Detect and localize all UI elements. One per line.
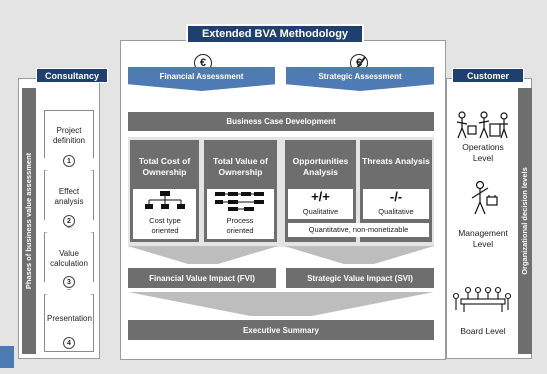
consultancy-header: Consultancy	[36, 68, 108, 83]
board-meeting-icon	[452, 286, 512, 312]
hierarchy-icon	[145, 191, 185, 209]
manager-icon	[471, 180, 498, 215]
tco-subtitle: Cost type oriented	[142, 216, 188, 236]
consultancy-side-label: Phases of business value assessment	[24, 152, 33, 290]
opportunities-title: Opportunities Analysis	[286, 156, 355, 178]
threats-sign: -/-	[389, 189, 403, 204]
phase-label: Presentation	[47, 314, 92, 323]
customer-side-bar	[518, 88, 532, 354]
customer-side-label: Organizational decision levels	[520, 167, 529, 275]
financial-value-impact: Financial Value Impact (FVI)	[128, 268, 276, 288]
customer-header: Customer	[452, 68, 524, 83]
corner-marker	[0, 346, 14, 368]
opportunities-subtitle: Qualitative	[288, 207, 353, 216]
executive-summary: Executive Summary	[128, 320, 434, 340]
process-flow-icon	[215, 192, 264, 211]
threats-subtitle: Qualitative	[363, 207, 429, 216]
phase-label: Effect analysis	[54, 187, 84, 206]
tvo-subtitle: Process oriented	[216, 216, 264, 236]
phase-label: Value calculation	[50, 249, 88, 268]
diagram-title: Extended BVA Methodology	[186, 24, 364, 44]
phase-number: 1	[63, 155, 75, 167]
phase-number: 4	[63, 337, 75, 349]
phase-label: Project definition	[52, 126, 86, 145]
strategic-value-impact: Strategic Value Impact (SVI)	[286, 268, 434, 288]
consultancy-side-bar	[22, 88, 36, 354]
opportunities-sign: +/+	[311, 189, 330, 204]
threats-title: Threats Analysis	[361, 156, 431, 167]
board-level-label: Board Level	[460, 326, 506, 336]
operations-level-label: Operations Level	[462, 142, 504, 163]
management-level-label: Management Level	[458, 228, 508, 249]
tco-title: Total Cost of Ownership	[131, 156, 198, 178]
quantitative-note: Quantitative, non-monetizable	[288, 223, 429, 237]
phase-number: 3	[63, 276, 75, 288]
tvo-title: Total Value of Ownership	[205, 156, 276, 178]
workers-icon	[456, 111, 508, 139]
phase-number: 2	[63, 215, 75, 227]
business-case-development: Business Case Development	[128, 112, 434, 131]
